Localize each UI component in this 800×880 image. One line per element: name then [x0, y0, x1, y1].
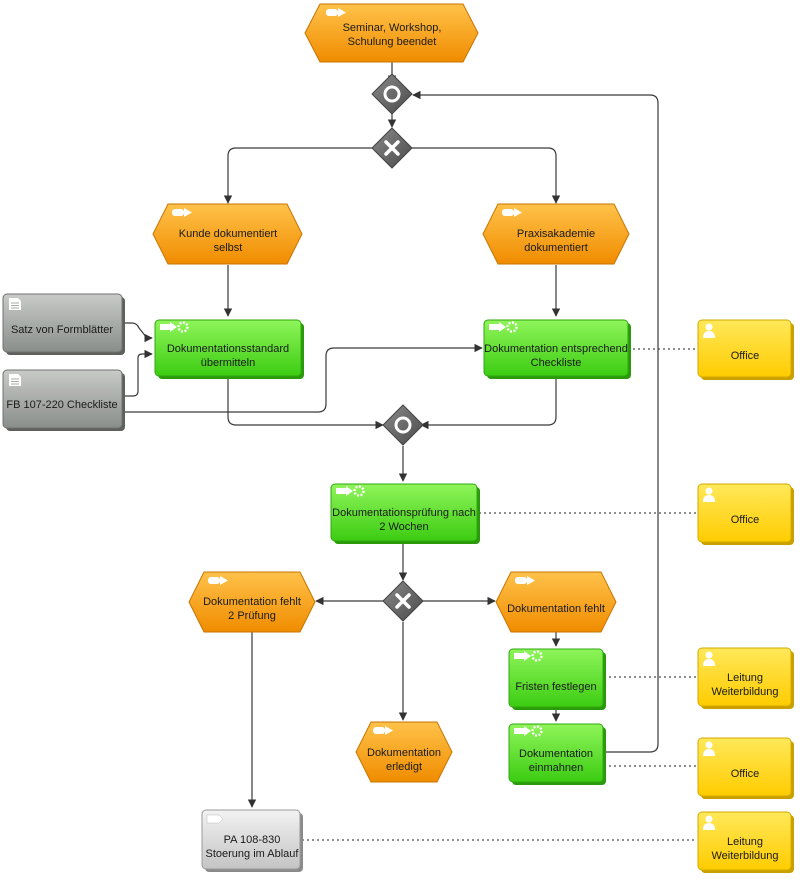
function-icon — [336, 485, 365, 497]
function-icon — [514, 725, 543, 737]
document-icon — [9, 374, 21, 386]
event-icon — [172, 208, 192, 217]
role-leitung2[interactable]: Leitung Weiterbildung — [697, 811, 794, 873]
function-fristen-line1: Fristen festlegen — [515, 681, 596, 693]
event-icon — [502, 208, 522, 217]
event-fehlt2[interactable]: Dokumentation fehlt 2 Prüfung — [188, 571, 316, 633]
edge-satz-to-standard — [124, 322, 153, 343]
person-icon — [703, 651, 715, 666]
role-office2-line1: Office — [731, 514, 760, 526]
role-links — [302, 348, 696, 841]
event-praxis[interactable]: Praxisakademie dokumentiert — [482, 203, 630, 265]
or-symbol-icon — [394, 416, 412, 434]
role-leitung1-line1: Leitung — [727, 672, 763, 684]
process-interface-pa-line2: Stoerung im Ablauf — [206, 848, 300, 860]
role-office1-line1: Office — [731, 350, 760, 362]
connector-xor-mid[interactable] — [382, 580, 424, 622]
role-leitung2-line2: Weiterbildung — [711, 850, 778, 862]
event-icon — [373, 726, 393, 735]
role-office3-line1: Office — [731, 768, 760, 780]
edge-entsprechend-to-or — [420, 375, 557, 430]
connector-or-mid[interactable] — [382, 404, 424, 446]
event-fehlt-line1: Dokumentation fehlt — [507, 603, 605, 615]
process-interface-pa-line1: PA 108-830 — [224, 834, 281, 846]
event-fehlt[interactable]: Dokumentation fehlt — [495, 571, 617, 633]
document-satz[interactable]: Satz von Formblätter — [2, 293, 125, 355]
or-symbol-icon — [383, 85, 401, 103]
event-start-line1: Seminar, Workshop, — [343, 22, 442, 34]
event-erledigt-line2: erledigt — [386, 761, 422, 773]
event-fehlt2-line1: Dokumentation fehlt — [203, 596, 301, 608]
function-pruefung-line1: Dokumentationsprüfung nach — [332, 507, 476, 519]
event-praxis-line2: dokumentiert — [524, 242, 588, 254]
person-icon — [703, 323, 715, 338]
function-fristen[interactable]: Fristen festlegen — [508, 648, 606, 710]
function-entsprechend-line1: Dokumentation entsprechend — [484, 343, 628, 355]
edge-fb-to-standard — [124, 349, 153, 397]
event-erledigt[interactable]: Dokumentation erledigt — [355, 721, 453, 783]
edge-standard-to-or — [227, 375, 384, 430]
function-icon — [514, 650, 543, 662]
event-kunde-line2: selbst — [214, 242, 243, 254]
document-fb-line1: FB 107-220 Checkliste — [6, 399, 117, 411]
connector-xor-top[interactable] — [371, 127, 413, 169]
event-start[interactable]: Seminar, Workshop, Schulung beendet — [304, 3, 479, 63]
role-office1[interactable]: Office — [697, 319, 794, 380]
document-satz-line1: Satz von Formblätter — [11, 324, 113, 336]
xor-symbol-icon — [384, 140, 400, 156]
function-icon — [160, 321, 189, 333]
edges — [124, 62, 659, 808]
event-fehlt2-line2: 2 Prüfung — [228, 610, 276, 622]
event-praxis-line1: Praxisakademie — [517, 228, 595, 240]
process-interface-pa[interactable]: PA 108-830 Stoerung im Ablauf — [201, 809, 303, 872]
role-office2[interactable]: Office — [697, 483, 794, 545]
role-leitung2-line1: Leitung — [727, 836, 763, 848]
function-einmahnen-line1: Dokumentation — [519, 748, 593, 760]
role-leitung1[interactable]: Leitung Weiterbildung — [697, 647, 794, 709]
event-icon — [515, 576, 535, 585]
function-entsprechend[interactable]: Dokumentation entsprechend Checkliste — [483, 319, 631, 379]
function-pruefung-line2: 2 Wochen — [379, 521, 428, 533]
edge-einmahnen-loop-to-or — [412, 90, 659, 753]
function-einmahnen-line2: einmahnen — [529, 762, 583, 774]
connector-or-top[interactable] — [371, 73, 413, 115]
person-icon — [703, 487, 715, 502]
document-fb[interactable]: FB 107-220 Checkliste — [2, 369, 125, 431]
event-kunde-line1: Kunde dokumentiert — [179, 228, 277, 240]
event-kunde[interactable]: Kunde dokumentiert selbst — [152, 203, 303, 265]
edge-fb-to-entsprechend — [124, 343, 483, 413]
function-entsprechend-line2: Checkliste — [531, 357, 582, 369]
person-icon — [703, 741, 715, 756]
person-icon — [703, 815, 715, 830]
edge-xor-to-kunde — [223, 147, 373, 204]
event-erledigt-line1: Dokumentation — [367, 747, 441, 759]
event-start-line2: Schulung beendet — [348, 36, 437, 48]
process-interface-icon — [206, 814, 224, 824]
function-pruefung[interactable]: Dokumentationsprüfung nach 2 Wochen — [330, 483, 480, 544]
xor-symbol-icon — [395, 593, 411, 609]
role-office3[interactable]: Office — [697, 737, 794, 799]
event-icon — [208, 576, 228, 585]
function-icon — [489, 321, 518, 333]
function-standard-line2: übermitteln — [201, 357, 255, 369]
function-standard[interactable]: Dokumentationsstandard übermitteln — [154, 319, 304, 379]
role-leitung1-line2: Weiterbildung — [711, 686, 778, 698]
document-icon — [9, 298, 21, 310]
function-standard-line1: Dokumentationsstandard — [167, 343, 289, 355]
event-icon — [326, 8, 346, 17]
edge-xor-to-praxis — [411, 147, 561, 204]
function-einmahnen[interactable]: Dokumentation einmahnen — [508, 723, 606, 785]
